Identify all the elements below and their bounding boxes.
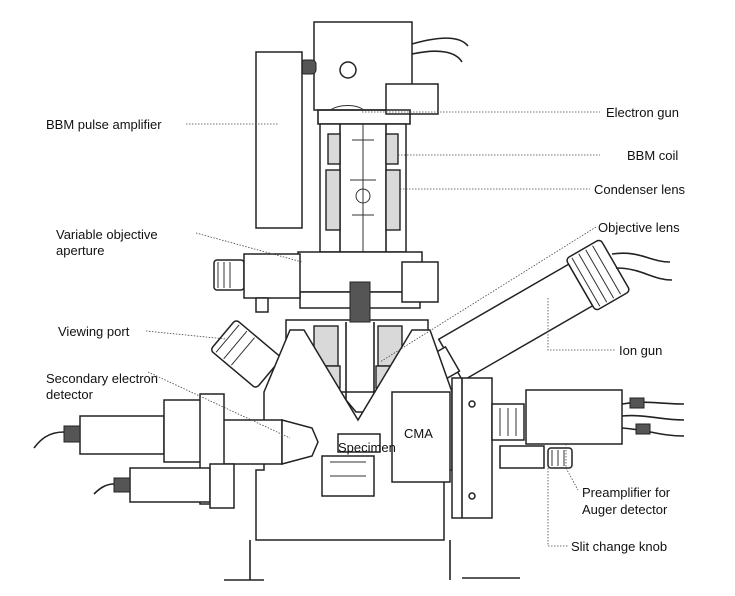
leader-objective-lens xyxy=(379,226,597,363)
leader-variable-objective-aperture xyxy=(195,232,303,263)
cma-flange-drawing xyxy=(391,377,493,519)
instrument-drawing xyxy=(33,21,685,581)
label-electron-gun: Electron gun xyxy=(606,105,679,120)
label-secondary-electron-detector-line2: detector xyxy=(46,387,94,402)
secondary-electron-detector-drawing xyxy=(33,393,319,509)
leader-secondary-electron-detector xyxy=(147,371,291,439)
bbm-pulse-amplifier-box xyxy=(255,51,303,229)
label-preamplifier-line2: Auger detector xyxy=(582,502,668,517)
label-viewing-port: Viewing port xyxy=(58,324,130,339)
label-preamplifier-line1: Preamplifier for xyxy=(582,485,671,500)
main-chamber-drawing xyxy=(224,329,520,581)
leader-lines xyxy=(145,111,616,547)
label-bbm-coil: BBM coil xyxy=(627,148,678,163)
column-drawing xyxy=(319,123,407,253)
label-slit-change-knob: Slit change knob xyxy=(571,539,667,554)
leader-viewing-port xyxy=(145,330,227,340)
leader-preamplifier xyxy=(565,444,579,491)
label-bbm-pulse-amplifier: BBM pulse amplifier xyxy=(46,117,162,132)
label-condenser-lens: Condenser lens xyxy=(594,182,686,197)
label-cma: CMA xyxy=(404,426,433,441)
label-secondary-electron-detector-line1: Secondary electron xyxy=(46,371,158,386)
objective-aperture-knob-drawing xyxy=(213,253,439,313)
preamplifier-drawing xyxy=(491,389,685,469)
viewing-port-drawing xyxy=(211,320,281,388)
leader-ion-gun xyxy=(547,298,616,351)
label-ion-gun: Ion gun xyxy=(619,343,662,358)
label-specimen: Specimen xyxy=(338,440,396,455)
label-objective-lens: Objective lens xyxy=(598,220,680,235)
label-variable-objective-aperture-line2: aperture xyxy=(56,243,104,258)
labels: BBM pulse amplifier Electron gun BBM coi… xyxy=(46,105,686,554)
ion-gun-cables xyxy=(611,252,673,281)
leader-slit-change-knob xyxy=(547,468,568,547)
label-variable-objective-aperture-line1: Variable objective xyxy=(56,227,158,242)
electron-gun-drawing xyxy=(299,21,469,125)
